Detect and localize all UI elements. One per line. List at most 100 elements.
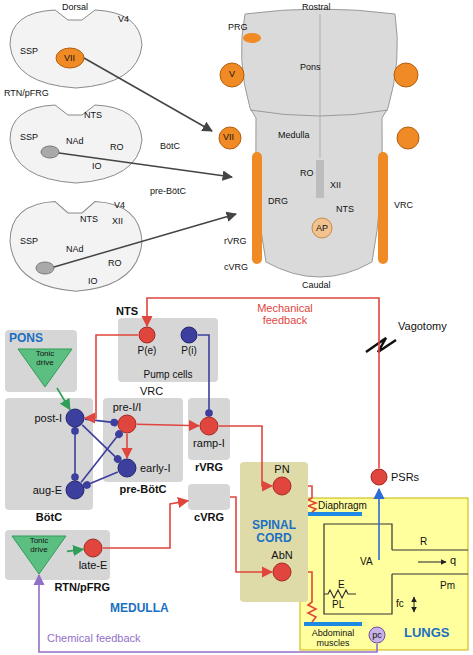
node-label: post-I [34,412,62,424]
connector [126,434,128,458]
node-label: Pump cells [144,369,193,380]
annotation-label: NAd [66,136,84,146]
vagotomy-cut [366,338,396,352]
stretch-signal [378,489,380,560]
nucleus-v [220,63,244,87]
annotation-label: V [229,69,235,79]
region-fills [5,318,308,602]
neuron-disc [200,417,218,435]
neuron-disc [66,409,84,427]
connector [81,432,121,482]
neuron-disc [369,627,385,643]
force-arrow [414,597,415,612]
neuron-symbol [138,326,156,344]
annotation-label: rVRG [224,236,247,246]
node-label: ramp-I [193,437,225,449]
annotation-label: R [420,536,427,547]
edge-label: Chemical feedback [46,632,142,644]
neuron-symbol [117,414,137,434]
abdominal-bar [304,622,362,626]
lung-body [300,498,468,650]
annotation-label: AP [316,223,328,233]
annotation-label: E [338,579,345,590]
connector [74,428,76,480]
annotation-label: SSP [20,236,38,246]
vrc-column [252,152,262,264]
connector [39,575,377,652]
node-label: PN [274,463,289,475]
pointer-arrow [59,153,232,177]
region-box: pre-BötCpre-I/Iearly-I [103,398,183,482]
neuron-symbol [117,458,137,478]
brain-section [10,105,142,183]
node-label: RTN/pFRG [54,581,110,593]
annotation-label: fc [396,598,404,609]
annotation-label: VII [64,53,75,63]
annotation-label: Diaphragm [318,500,367,511]
connector [198,335,209,416]
tonic-drive-triangle: Tonic drive [11,535,67,575]
midline [320,14,321,158]
region-box: rVRGramp-I [188,398,230,460]
node-label: Tonic drive [24,537,54,555]
region-box: NTSPump cellsP(e)P(i) [118,318,218,382]
nucleus-vii [397,127,419,149]
annotation-label: q [450,554,456,566]
raphe [316,160,324,198]
annotation-label: RTN/pFRG [4,88,49,98]
annotation-label: Medulla [278,130,310,140]
airway [392,550,468,574]
connector [67,549,83,551]
neuron-disc [371,469,387,485]
node-label: late-E [79,559,108,571]
annotation-label: VRC [140,385,163,397]
annotation-label: Rostral [302,2,331,12]
node-label: BötC [36,511,62,523]
region-box: BötCpost-Iaug-E [5,398,93,510]
connector [137,424,199,426]
neuron-symbol [65,480,85,500]
flow-arrow [418,562,446,563]
alveolar-chamber [324,524,392,614]
node-label: aug-E [33,484,62,496]
neuron-symbol [370,468,388,486]
node-label: Tonic drive [30,350,60,368]
neuron-disc [181,327,197,343]
annotation-label: MEDULLA [110,602,169,615]
annotation-label: SSP [20,132,38,142]
neuron-disc [84,539,102,557]
node-label: P(e) [138,345,157,356]
neuron-circle: P(i) [180,326,198,344]
neuron-circle: pre-I/I [117,414,137,434]
annotation-label: IO [88,276,98,286]
annotation-label: VRC [394,200,413,210]
nucleus-highlight [41,146,59,158]
region-box: LUNGSpc [300,498,468,650]
vrc-column [378,152,388,264]
neuron-symbol [272,562,292,582]
node-label: AbN [271,549,292,561]
pointer-arrow [84,58,212,131]
neuron-symbol [65,408,85,428]
node-label: pre-BötC [119,483,166,495]
region-fill [240,462,308,602]
annotation-label: BötC [160,141,180,151]
annotation-label: RO [300,168,314,178]
annotation-label: Pm [440,580,455,591]
neuron-circle: AbN [272,562,292,582]
connector [103,501,188,548]
neuron-symbol [272,476,292,496]
triangle-shape [12,536,66,574]
annotation-label: Caudal [302,280,331,290]
region-fill [5,398,93,510]
node-label: LUNGS [404,626,450,641]
area-postrema [312,218,332,238]
neuron-circle: aug-E [65,480,85,500]
annotation-label: V4 [114,200,125,210]
annotation-label: cVRG [224,262,248,272]
prg-region [243,33,261,43]
annotation-label: Pons [300,62,321,72]
region-box: SPINAL CORDPNAbN [240,462,308,602]
connector [84,472,118,486]
annotation-label: SSP [20,46,38,56]
